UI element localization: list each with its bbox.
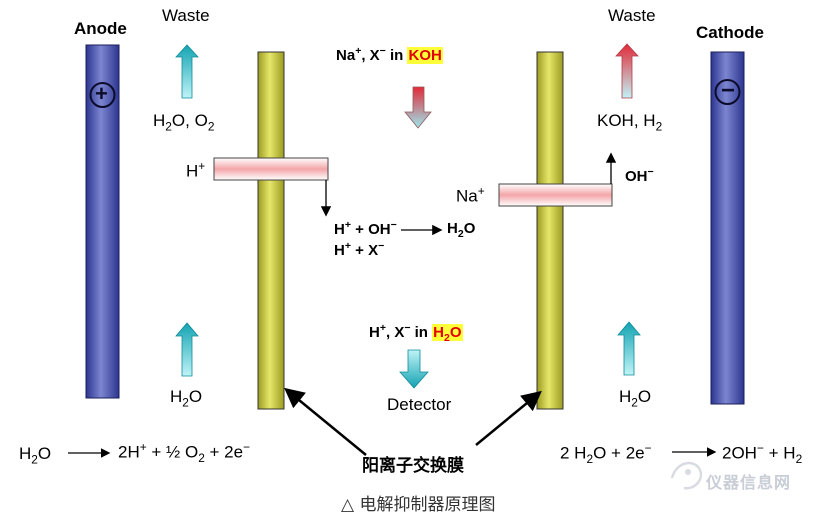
cathode-label: Cathode [696, 23, 764, 42]
anode-water-label: H2O [170, 387, 203, 410]
watermark-text: 仪器信息网 [706, 473, 792, 492]
water-highlight: H2O [432, 324, 463, 344]
eq-right-rhs: 2OH− + H2 [722, 441, 803, 467]
cathode-sign: − [721, 77, 736, 104]
membrane-label: 阳离子交换膜 [362, 456, 464, 476]
oh-ion-label: OH− [625, 166, 654, 185]
reaction-product: H2O [447, 220, 476, 240]
cathode-water-up-arrow [617, 321, 641, 376]
left-membrane [257, 51, 285, 410]
eq-left-rhs: 2H+ + ½ O2 + 2e− [118, 440, 251, 466]
h-ion-label: H+ [186, 159, 206, 181]
anode-sign: + [95, 81, 108, 106]
cathode-water-label: H2O [619, 387, 652, 410]
koh-down-arrow [404, 86, 432, 129]
anode-electrode [85, 44, 120, 399]
membrane-pointer-left [284, 387, 367, 456]
eq-right-lhs: 2 H2O + 2e− [560, 441, 652, 467]
cathode-waste-label: Waste [608, 6, 656, 25]
h-ion-bar [213, 157, 329, 181]
cathode-electrode [710, 51, 745, 405]
figure-caption: △ 电解抑制器原理图 [341, 495, 496, 515]
eq-left-lhs: H2O [19, 444, 52, 467]
reaction-line-2: H+ + X− [334, 240, 385, 259]
watermark-logo-icon [670, 461, 703, 490]
detector-label: Detector [387, 395, 452, 414]
membrane-pointer-right [475, 390, 542, 446]
reaction-line-1: H+ + OH− [334, 219, 397, 238]
cathode-product-label: KOH, H2 [597, 111, 663, 134]
anode-waste-label: Waste [162, 6, 210, 25]
anode-sign-circle [89, 82, 116, 108]
cathode-waste-up-arrow [615, 43, 639, 99]
right-membrane [536, 51, 564, 410]
anode-waste-up-arrow [175, 44, 199, 99]
cathode-sign-circle [714, 79, 741, 105]
na-ion-label: Na+ [456, 184, 485, 206]
detector-down-arrow [399, 349, 429, 389]
na-ion-bar [498, 183, 613, 207]
anode-water-up-arrow [175, 322, 199, 377]
koh-highlight: KOH [407, 47, 443, 64]
water-stream-label: H+, X− in H2O [369, 322, 463, 344]
anode-gas-label: H2O, O2 [153, 111, 215, 134]
anode-label: Anode [74, 19, 127, 38]
koh-stream-label: Na+, X− in KOH [336, 45, 443, 64]
